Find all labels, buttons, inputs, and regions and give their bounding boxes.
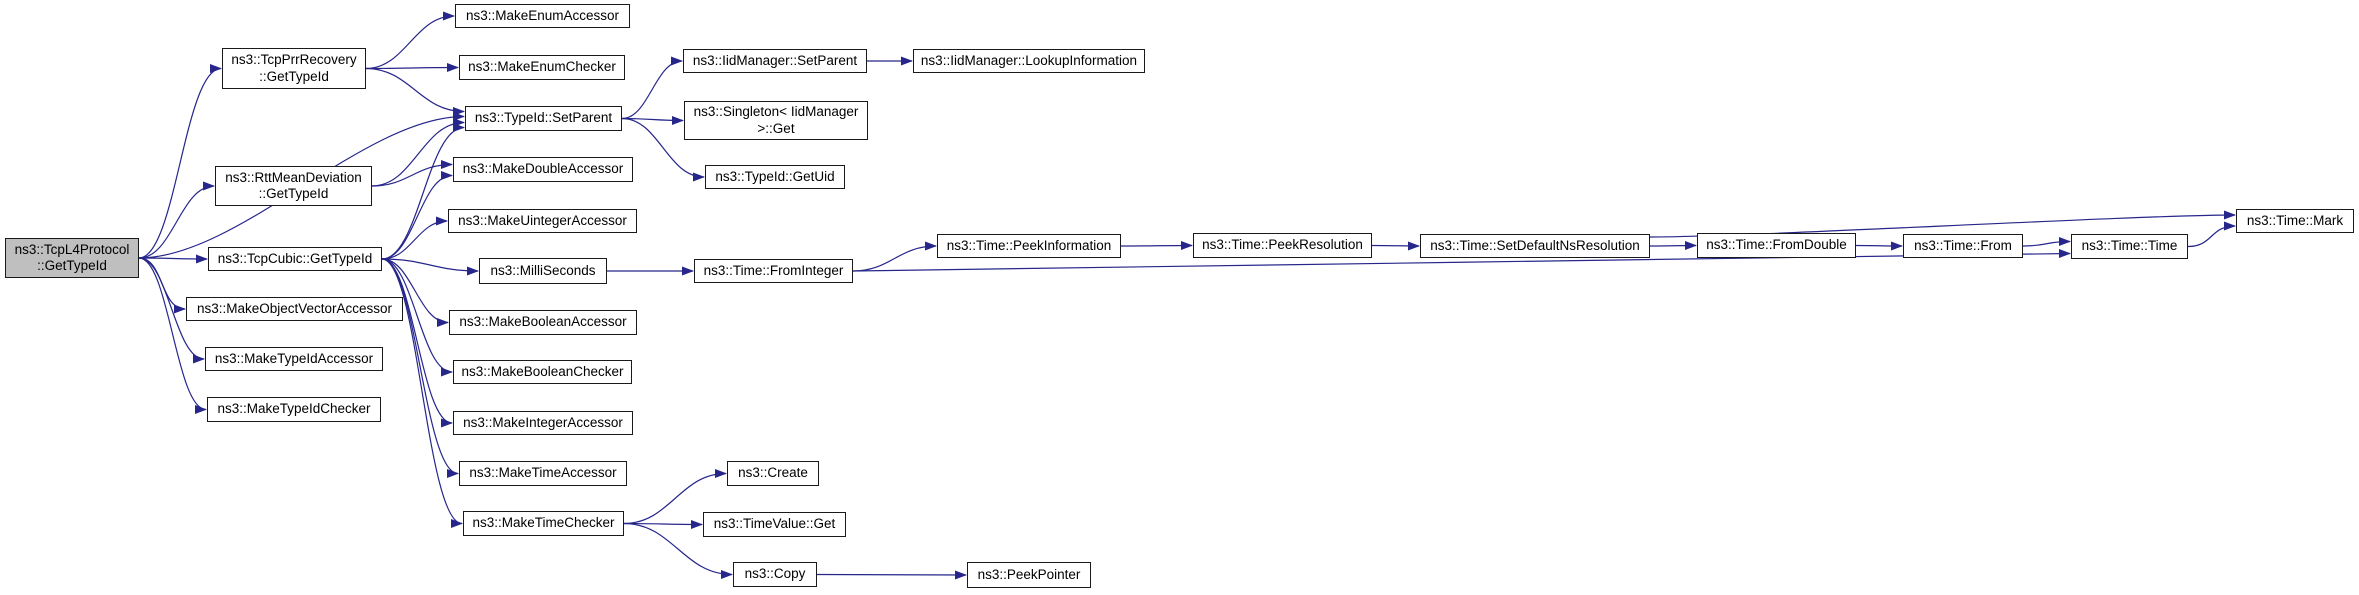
node-makeobjvec[interactable]: ns3::MakeObjectVectorAccessor [186,297,403,321]
edge-cubic-setparent [381,123,465,260]
node-label: ns3::TypeId::GetUid [715,168,835,184]
edge-rtt-makedblacc [371,160,453,187]
edge-fromdouble-from [1855,241,1903,251]
edge-cubic-makedblacc [381,171,453,260]
edge-copy-peekpointer [816,570,967,580]
node-label: ns3::Singleton< IidManager >::Get [693,104,859,136]
node-setdefaultns[interactable]: ns3::Time::SetDefaultNsResolution [1420,234,1650,258]
edge-peekres-setdefaultns [1371,241,1420,251]
edge-cubic-makeintacc [381,258,453,428]
node-prr[interactable]: ns3::TcpPrrRecovery ::GetTypeId [222,48,366,89]
node-label: ns3::Time::From [1914,237,2012,253]
node-iidsetparent[interactable]: ns3::IidManager::SetParent [683,49,867,73]
node-label: ns3::MilliSeconds [490,262,596,278]
node-label: ns3::Time::Time [2081,238,2178,254]
node-cubic[interactable]: ns3::TcpCubic::GetTypeId [208,247,382,271]
node-label: ns3::RttMeanDeviation ::GetTypeId [225,169,362,201]
edge-peekinfo-peekres [1120,241,1193,251]
node-fromdouble[interactable]: ns3::Time::FromDouble [1697,233,1856,258]
edge-cubic-milliseconds [381,258,479,276]
node-copy[interactable]: ns3::Copy [733,562,817,587]
node-from[interactable]: ns3::Time::From [1903,234,2023,258]
node-label: ns3::Time::PeekInformation [946,237,1112,253]
edge-setparent-iidsetparent [621,56,683,120]
edge-root-maketidchk [138,257,207,414]
node-label: ns3::Time::PeekResolution [1202,237,1363,253]
node-label: ns3::Time::FromInteger [703,262,844,278]
node-maketidchk[interactable]: ns3::MakeTypeIdChecker [207,397,381,422]
node-label: ns3::Time::Mark [2246,212,2344,228]
node-peekpointer[interactable]: ns3::PeekPointer [967,562,1091,588]
node-label: ns3::Time::SetDefaultNsResolution [1430,237,1640,253]
edge-maketimechk-timevalget [623,519,703,529]
node-label: ns3::Copy [744,566,806,582]
node-label: ns3::MakeDoubleAccessor [462,161,624,177]
node-label: ns3::TypeId::SetParent [474,110,613,126]
node-timevalget[interactable]: ns3::TimeValue::Get [703,512,846,537]
node-label: ns3::MakeBooleanAccessor [459,314,627,330]
edge-root-makeobjvec [138,257,186,314]
node-label: ns3::PeekPointer [977,566,1081,582]
node-root: ns3::TcpL4Protocol ::GetTypeId [5,238,139,278]
edge-rtt-setparent [371,118,465,187]
node-lookupinfo[interactable]: ns3::IidManager::LookupInformation [913,49,1145,73]
node-label: ns3::MakeEnumAccessor [465,7,620,23]
node-label: ns3::TcpCubic::GetTypeId [217,250,373,266]
node-label: ns3::IidManager::SetParent [692,52,858,68]
edge-timetime-mark [2187,221,2236,248]
node-makedblacc[interactable]: ns3::MakeDoubleAccessor [453,157,633,182]
node-label: ns3::MakeTypeIdChecker [217,401,371,417]
node-getuid[interactable]: ns3::TypeId::GetUid [705,165,845,189]
node-makeenumchk[interactable]: ns3::MakeEnumChecker [459,55,625,80]
node-peekres[interactable]: ns3::Time::PeekResolution [1193,233,1372,258]
edge-root-rtt [138,181,215,259]
node-singletonget[interactable]: ns3::Singleton< IidManager >::Get [684,101,868,140]
node-mark[interactable]: ns3::Time::Mark [2236,209,2354,233]
node-maketidacc[interactable]: ns3::MakeTypeIdAccessor [205,347,383,371]
node-create[interactable]: ns3::Create [727,461,819,486]
node-makeenumacc[interactable]: ns3::MakeEnumAccessor [455,4,630,28]
node-rtt[interactable]: ns3::RttMeanDeviation ::GetTypeId [215,166,372,206]
edge-root-cubic [138,254,208,264]
node-maketimeacc[interactable]: ns3::MakeTimeAccessor [459,461,627,486]
edge-from-timetime [2022,237,2071,247]
node-label: ns3::MakeTimeChecker [472,515,615,531]
node-label: ns3::IidManager::LookupInformation [920,52,1138,68]
node-makeboolchk[interactable]: ns3::MakeBooleanChecker [453,360,632,384]
node-label: ns3::TimeValue::Get [713,516,836,532]
node-frominteger[interactable]: ns3::Time::FromInteger [694,259,853,283]
node-label: ns3::MakeBooleanChecker [461,363,624,379]
node-setparent[interactable]: ns3::TypeId::SetParent [465,106,622,131]
node-label: ns3::Time::FromDouble [1706,237,1847,253]
node-label: ns3::Create [738,465,808,481]
node-label: ns3::MakeTypeIdAccessor [214,350,374,366]
edge-cubic-makeuintacc [381,216,448,260]
node-label: ns3::MakeIntegerAccessor [463,414,623,430]
node-makeboolacc[interactable]: ns3::MakeBooleanAccessor [449,310,637,335]
node-peekinfo[interactable]: ns3::Time::PeekInformation [937,234,1121,258]
node-maketimechk[interactable]: ns3::MakeTimeChecker [463,511,624,536]
edge-prr-setparent [365,67,465,116]
node-makeintacc[interactable]: ns3::MakeIntegerAccessor [453,411,633,435]
edge-frominteger-peekinfo [852,241,937,272]
edge-setparent-singletonget [621,115,684,125]
node-timetime[interactable]: ns3::Time::Time [2071,234,2188,259]
node-label: ns3::MakeObjectVectorAccessor [196,300,393,316]
node-milliseconds[interactable]: ns3::MilliSeconds [479,258,607,284]
node-label: ns3::TcpPrrRecovery ::GetTypeId [231,52,357,84]
node-label: ns3::MakeTimeAccessor [469,465,617,481]
edge-setdefaultns-fromdouble [1649,241,1697,251]
node-label: ns3::MakeEnumChecker [468,59,616,75]
edge-root-prr [138,64,222,259]
edge-prr-makeenumacc [365,11,455,70]
node-label: ns3::TcpL4Protocol ::GetTypeId [14,241,130,273]
edge-prr-makeenumchk [365,63,459,73]
node-label: ns3::MakeUintegerAccessor [458,212,627,228]
node-makeuintacc[interactable]: ns3::MakeUintegerAccessor [448,209,637,233]
edge-cubic-maketimeacc [381,258,459,478]
